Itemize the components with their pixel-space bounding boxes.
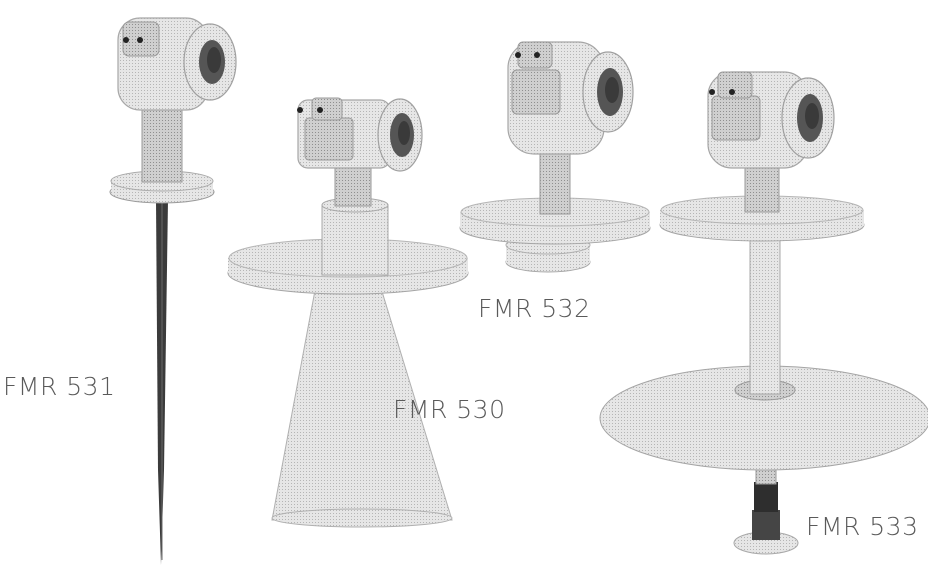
fmr-532-device <box>459 41 651 273</box>
fmr-532-label: FMR 532 <box>478 294 591 323</box>
fmr-533-tube <box>749 235 781 395</box>
fmr-532-housing <box>507 41 634 155</box>
fmr-531-housing <box>117 17 237 111</box>
fmr-532-stem <box>539 149 571 215</box>
fmr-530-body <box>321 204 389 276</box>
fmr-531-device <box>109 17 237 565</box>
fmr-530-device <box>227 97 469 528</box>
fmr-533-label: FMR 533 <box>806 512 919 541</box>
fmr-531-label: FMR 531 <box>3 372 116 401</box>
fmr-533-housing <box>707 71 835 169</box>
fmr-533-device <box>599 71 928 555</box>
fmr-530-label: FMR 530 <box>393 395 506 424</box>
fmr-531-neck <box>141 109 183 183</box>
fmr-530-housing <box>297 97 423 172</box>
